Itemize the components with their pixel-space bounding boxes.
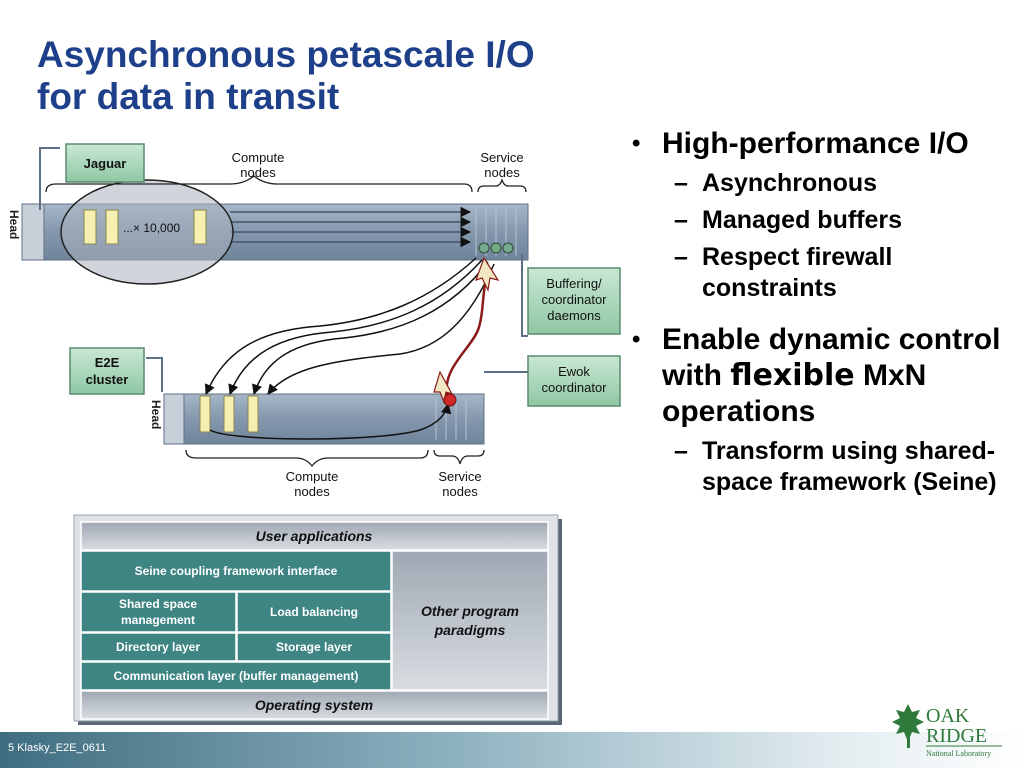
e2e-node-1 (199, 395, 211, 433)
logo-national-laboratory: National Laboratory (926, 749, 991, 758)
oak-ridge-logo: OAK RIDGE National Laboratory (892, 704, 1002, 758)
bullet-list: High-performance I/O Asynchronous Manage… (630, 126, 1020, 498)
label-communication: Communication layer (buffer management) (114, 669, 359, 683)
transfer-arrow-3 (252, 261, 489, 395)
buffering-label-1: Buffering/ (546, 276, 602, 291)
compute-node-2 (105, 209, 119, 245)
e2e-rack (163, 393, 485, 445)
return-arrow (209, 402, 452, 440)
e2e-node-2 (223, 395, 235, 433)
service-nodes-label-top-1: Service (480, 150, 523, 165)
sub-bullet-asynchronous: Asynchronous (630, 168, 1020, 199)
layer-operating-system (80, 690, 549, 720)
sub-bullet-transform: Transform using shared-space framework (… (630, 436, 1020, 498)
label-user-applications: User applications (256, 528, 373, 544)
service-nodes-label-top-2: nodes (484, 165, 520, 180)
compute-bracket-top (45, 175, 473, 193)
title-line-2: for data in transit (37, 76, 340, 117)
slide-title: Asynchronous petascale I/O for data in t… (37, 34, 535, 118)
label-directory: Directory layer (116, 640, 200, 654)
compute-node-3 (193, 209, 207, 245)
head-label-top: Head (7, 210, 21, 239)
label-shared-space-1: Shared space (119, 597, 197, 611)
coordination-arrow (445, 267, 490, 399)
service-bracket-bottom (433, 449, 485, 465)
compute-nodes-label-top-1: Compute (232, 150, 285, 165)
service-node-circle-2 (490, 242, 502, 254)
bullet-dynamic-text-a: Enable dynamic control with (662, 323, 1001, 392)
compute-nodes-label-bottom-2: nodes (294, 484, 330, 499)
transfer-arrow-1 (204, 257, 477, 395)
jaguar-label: Jaguar (84, 156, 127, 171)
buffering-callout: Buffering/ coordinator daemons (521, 254, 621, 337)
ewok-label-1: Ewok (558, 364, 590, 379)
label-storage: Storage layer (276, 640, 352, 654)
sub-bullet-firewall: Respect firewall constraints (630, 242, 1020, 304)
layer-seine-interface (80, 550, 392, 592)
compute-bracket-bottom (185, 449, 429, 468)
head-label-bottom: Head (149, 400, 163, 429)
layer-load-balancing (236, 591, 392, 633)
e2e-label-2: cluster (86, 372, 129, 387)
layer-other-paradigms (391, 550, 549, 691)
title-line-1: Asynchronous petascale I/O (37, 34, 535, 75)
service-nodes-label-bottom-2: nodes (442, 484, 478, 499)
label-other-paradigms-2: paradigms (434, 622, 506, 638)
software-stack: User applications Seine coupling framewo… (73, 514, 562, 725)
transfer-arrow-4 (267, 263, 495, 395)
bullet-dynamic-control: Enable dynamic control with flexible MxN… (630, 322, 1020, 430)
buffering-label-2: coordinator (541, 292, 607, 307)
layer-communication (80, 661, 392, 691)
transfer-arrow-2 (228, 259, 483, 395)
footer-bar: 5 Klasky_E2E_0611 (0, 732, 1024, 768)
layer-storage (236, 632, 392, 662)
ewok-label-2: coordinator (541, 380, 607, 395)
ewok-node-dot (443, 393, 457, 407)
bullet-high-performance: High-performance I/O (630, 126, 1020, 162)
e2e-node-3 (247, 395, 259, 433)
jaguar-callout: Jaguar (39, 143, 145, 210)
sub-bullet-managed-buffers: Managed buffers (630, 205, 1020, 236)
layer-shared-space (80, 591, 237, 633)
compute-node-1 (83, 209, 97, 245)
service-bracket-top (477, 177, 527, 193)
label-operating-system: Operating system (255, 697, 373, 713)
layer-user-applications (80, 521, 549, 551)
e2e-label-1: E2E (95, 355, 120, 370)
bullet-flexible-word: flexible (730, 358, 855, 393)
buffering-label-3: daemons (547, 308, 601, 323)
ewok-callout: Ewok coordinator (484, 355, 621, 407)
service-node-circle-3 (502, 242, 514, 254)
label-load-balancing: Load balancing (270, 605, 358, 619)
logo-ridge: RIDGE (926, 725, 987, 747)
layer-directory (80, 632, 237, 662)
oak-leaf-icon (892, 704, 924, 748)
label-shared-space-2: management (121, 613, 195, 627)
architecture-diagram: Head ...× 10,000 Jaguar Compute nodes Se… (7, 143, 621, 725)
label-other-paradigms-1: Other program (421, 603, 519, 619)
compute-nodes-label-bottom-1: Compute (286, 469, 339, 484)
logo-oak: OAK (926, 705, 970, 727)
e2e-callout: E2E cluster (69, 347, 163, 395)
compute-nodes-label-top-2: nodes (240, 165, 276, 180)
coordination-arrowhead-top (475, 256, 500, 292)
label-seine-interface: Seine coupling framework interface (135, 564, 338, 578)
service-node-circle-1 (478, 242, 490, 254)
compute-ellipse (60, 179, 234, 285)
bullet-dynamic-text-b: MxN operations (662, 359, 927, 428)
service-nodes-label-bottom-1: Service (438, 469, 481, 484)
footer-slide-id: 5 Klasky_E2E_0611 (8, 742, 107, 754)
multiplier-label: ...× 10,000 (123, 221, 180, 235)
